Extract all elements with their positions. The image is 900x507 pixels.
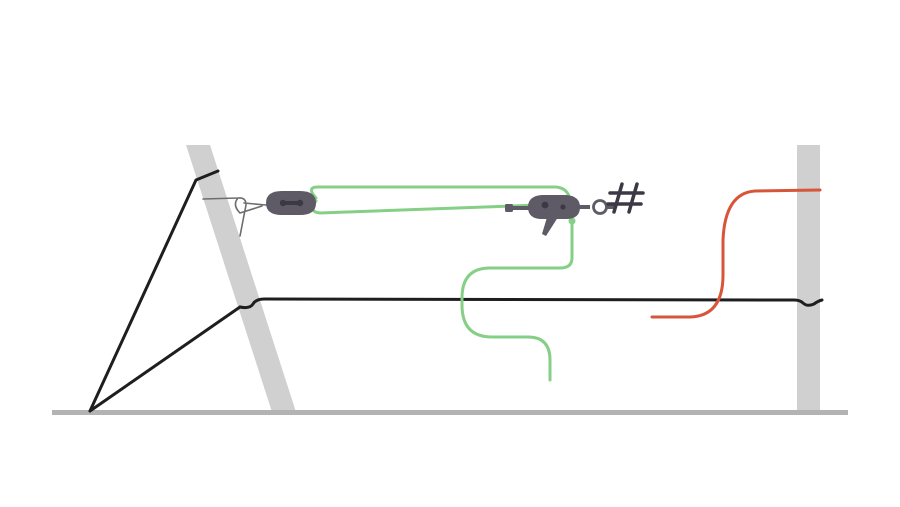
ground-line [52,410,848,415]
fence-wire-horizontal [238,297,824,310]
tie-wire-strand [243,202,267,206]
brace-wire-lower [88,305,242,413]
egg-insulator-icon [266,191,316,215]
red-lead-wire [650,188,822,319]
green-lead-junction [568,217,576,225]
green-lead-wire [460,220,574,382]
hash-sign-icon [606,182,645,214]
tie-wire [202,197,263,237]
tensioner-insulator-icon [505,195,615,236]
brace-wire-upper [88,169,220,413]
slanted-end-post [186,145,296,412]
tensioner-ring-icon [592,199,608,215]
vertical-line-post [797,145,820,412]
